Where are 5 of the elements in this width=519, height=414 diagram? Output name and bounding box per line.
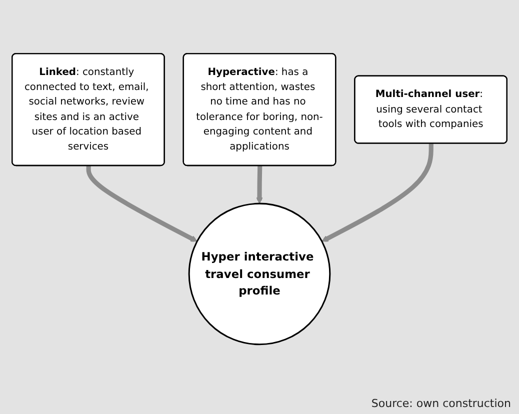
arrow	[322, 144, 434, 242]
arrow	[86, 166, 198, 242]
source-caption: Source: own construction	[371, 397, 511, 410]
arrow	[256, 166, 263, 204]
node-circle: Hyper interactive travel consumer profile	[188, 202, 331, 346]
